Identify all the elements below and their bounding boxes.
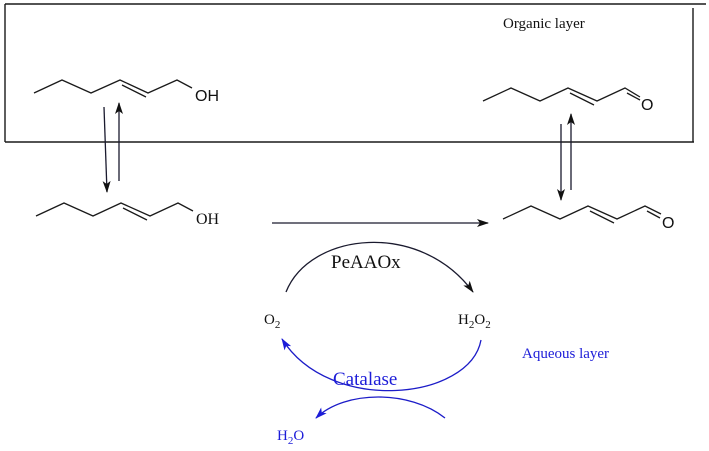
catalase-label: Catalase (333, 369, 397, 390)
enzyme-label: PeAAOx (331, 252, 401, 273)
aldehyde-partition-equilibrium (557, 113, 575, 201)
down-arrow-icon (102, 106, 111, 193)
alcohol-aqueous-molecule: OH (35, 202, 220, 228)
oxygen-species: O2 (264, 312, 280, 331)
aldehyde-organic-molecule: O (482, 87, 653, 114)
carbonyl-oxygen-label: O (662, 215, 674, 232)
peaaox-cycle-arrow-icon (285, 241, 474, 293)
catalase-cycle-arrow-icon (281, 338, 482, 392)
alcohol-organic-molecule: OH (33, 79, 219, 105)
aldehyde-aqueous-molecule: O (502, 205, 674, 232)
alcohol-partition-equilibrium (102, 102, 123, 193)
water-species: H2O (277, 428, 304, 447)
water-release-arrow-icon (315, 396, 446, 419)
organic-layer-label: Organic layer (503, 16, 585, 32)
hydroxyl-label: OH (196, 211, 220, 228)
organic-layer-frame (4, 3, 706, 143)
carbonyl-oxygen-label: O (641, 97, 653, 114)
hydroxyl-label: OH (195, 88, 219, 105)
hydrogen-peroxide-species: H2O2 (458, 312, 491, 331)
aqueous-layer-label: Aqueous layer (522, 346, 609, 362)
